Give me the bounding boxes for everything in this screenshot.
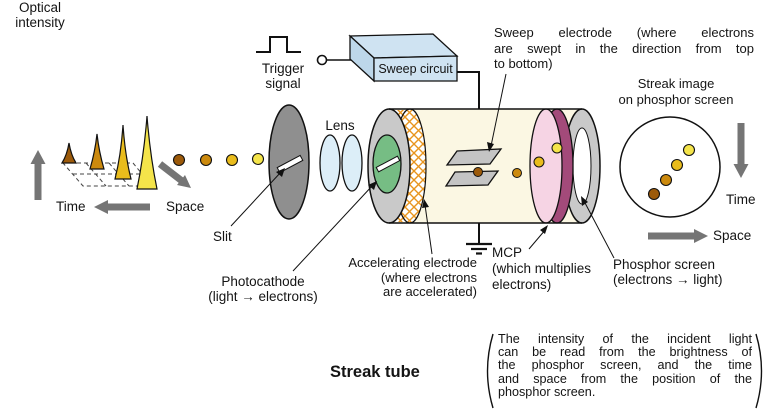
trigger-signal-label: Trigger signal — [261, 61, 305, 91]
sweep-circuit-label: Sweep circuit — [378, 61, 453, 76]
note-parentheses — [486, 333, 763, 409]
phosphor-screen-circle — [619, 116, 721, 218]
phosphor-pointer — [581, 196, 615, 259]
time-axis-arrow-right — [733, 123, 749, 178]
streak-tube — [367, 108, 601, 224]
intensity-axis-arrow — [30, 150, 46, 200]
streak-image-label: Streak image on phosphor screen — [618, 76, 734, 107]
slit-pointer-line — [230, 168, 285, 227]
lens-pair — [319, 134, 363, 192]
optical-intensity-label: Optical intensity — [15, 0, 65, 30]
mcp-label: MCP (which multiplies electrons) — [492, 245, 592, 292]
slit-opening — [276, 154, 304, 174]
waveform-peaks — [60, 115, 158, 190]
streak-tube-title: Streak tube — [330, 363, 420, 381]
photocathode-pointer — [292, 181, 377, 272]
phosphor-screen-label: Phosphor screen (electrons → light) — [613, 257, 723, 287]
streak-dots — [647, 143, 696, 201]
light-pulse-dots — [172, 152, 265, 167]
accelerating-electrode-label: Accelerating electrode (where electrons … — [348, 255, 477, 299]
accelerating-pointer — [422, 199, 433, 255]
slit-disk — [268, 104, 310, 220]
electron-dots — [473, 142, 563, 178]
waveform-plot — [60, 115, 158, 190]
sweep-electrode-plates — [444, 148, 503, 187]
time-label-left: Time — [56, 199, 86, 214]
space-label-left: Space — [166, 199, 205, 214]
trigger-terminal — [316, 54, 328, 66]
space-axis-arrow-left — [157, 161, 191, 188]
note-text: The intensity of the incident light can … — [498, 332, 752, 399]
trigger-pulse-icon — [256, 36, 301, 53]
photocathode-slit — [375, 155, 401, 173]
sweep-electrode-label: Sweep electrode (where electrons are swe… — [494, 25, 754, 71]
ground-symbol — [466, 242, 492, 255]
time-axis-arrow-left — [94, 200, 150, 214]
mcp-pointer — [528, 225, 548, 250]
mcp-disk — [529, 108, 563, 224]
photocathode-label: Photocathode (light → electrons) — [208, 274, 318, 304]
output-window — [572, 127, 592, 205]
space-axis-arrow-right — [648, 229, 708, 243]
sweep-electrode-pointer — [487, 73, 507, 152]
lens-label: Lens — [325, 118, 355, 133]
time-label-right: Time — [726, 192, 756, 207]
slit-label: Slit — [213, 229, 232, 244]
sweep-circuit-box — [348, 33, 459, 83]
space-label-right: Space — [713, 228, 752, 243]
